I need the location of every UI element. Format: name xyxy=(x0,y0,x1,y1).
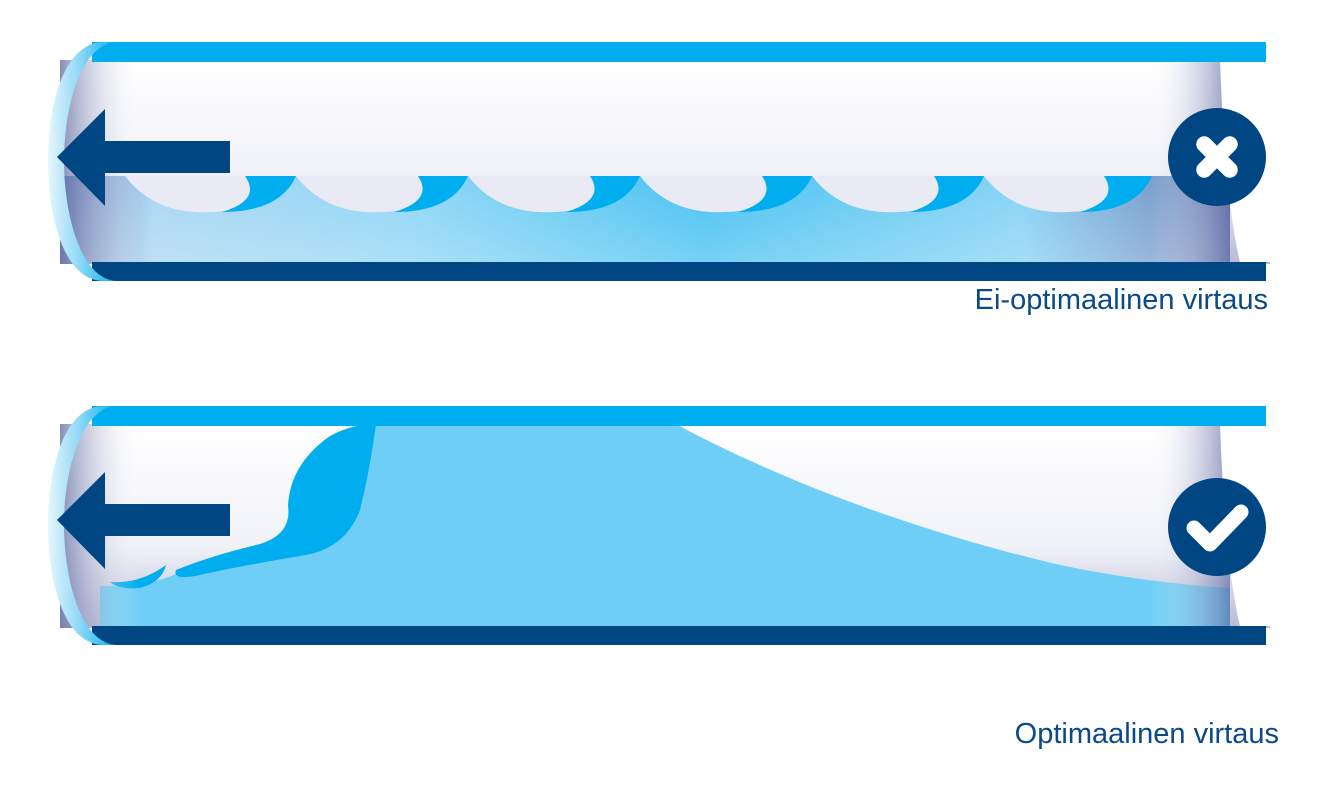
pipe-bottom-wall xyxy=(92,626,1266,645)
pipe-left-rim xyxy=(48,406,118,645)
pipe-bottom-wall xyxy=(92,262,1266,281)
pipe-left-rim xyxy=(48,42,118,281)
arrow-left-icon xyxy=(57,109,230,206)
pipe-top-wall xyxy=(92,406,1266,426)
check-icon xyxy=(1168,478,1266,576)
pipe-diagram-optimal xyxy=(48,406,1270,645)
turbulent-wave-crests xyxy=(125,176,1152,213)
caption-non-optimal-flow: Ei-optimaalinen virtaus xyxy=(974,284,1268,316)
pipe-top-wall xyxy=(92,42,1266,62)
wave-front xyxy=(175,424,376,578)
water xyxy=(100,424,1230,628)
caption-optimal-flow: Optimaalinen virtaus xyxy=(1014,718,1279,750)
cross-icon xyxy=(1168,108,1266,206)
pipe-diagram-non-optimal xyxy=(48,42,1270,281)
arrow-left-icon xyxy=(57,472,230,569)
